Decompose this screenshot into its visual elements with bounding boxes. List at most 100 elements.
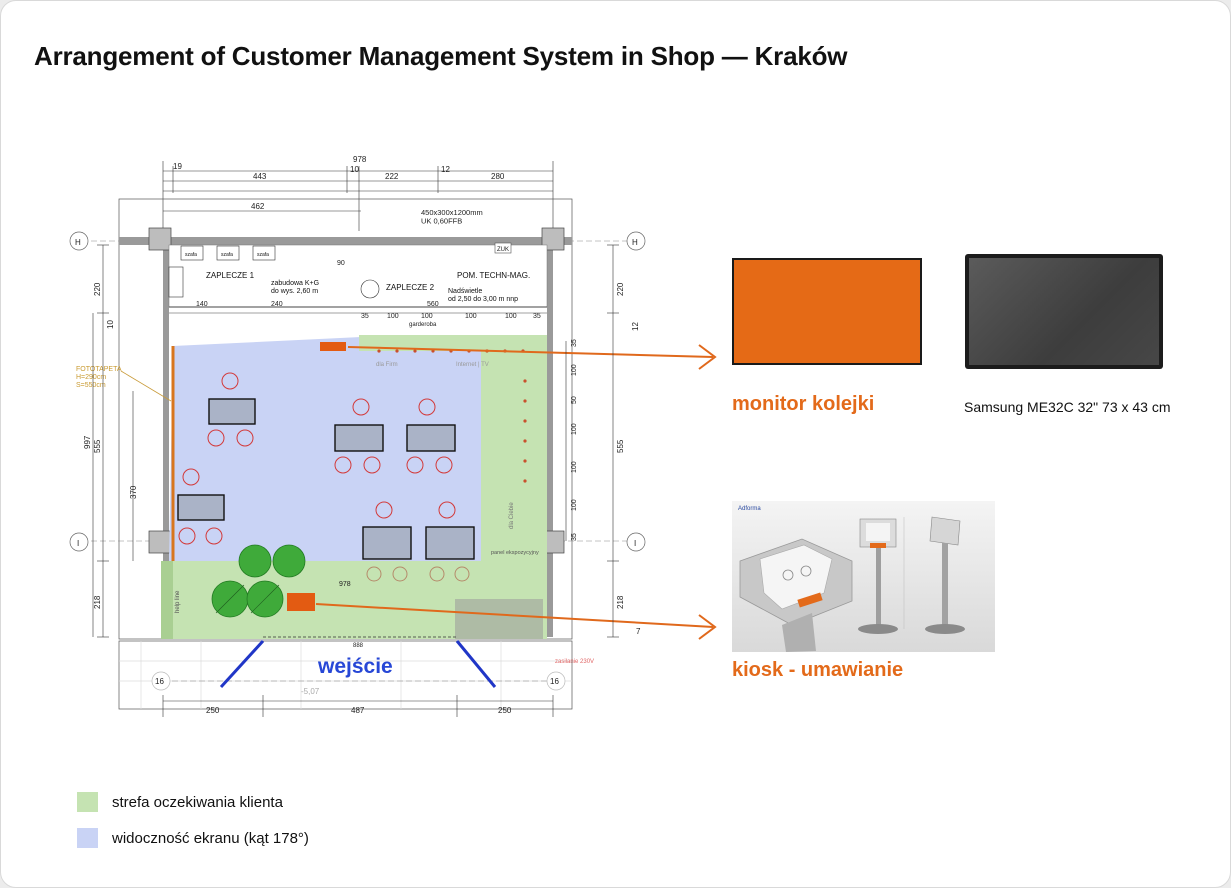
room-label-szafa-3: szafa xyxy=(257,252,269,258)
dim-bottom-1: 250 xyxy=(206,706,220,715)
photo-wall-leader xyxy=(120,370,172,402)
visibility-zone xyxy=(169,337,481,561)
dim-right-3: 555 xyxy=(616,439,625,453)
dim-top-1: 19 xyxy=(173,162,182,171)
dim-right-12: 35 xyxy=(571,533,578,541)
level-label: -5,07 xyxy=(301,687,320,696)
zone-help-line: help line xyxy=(175,590,181,613)
dim-right-5: 7 xyxy=(636,627,641,636)
kiosk-illustration: Adforma xyxy=(738,506,965,652)
entrance-lines xyxy=(219,639,497,689)
grid-label-h-right: H xyxy=(632,238,638,247)
top-dimension-lines xyxy=(162,161,554,231)
legend-swatch-waiting xyxy=(77,792,98,812)
dim-right-2: 12 xyxy=(631,322,640,331)
dim-right-8: 50 xyxy=(571,396,578,404)
room-label-szafa-1: szafa xyxy=(185,252,197,258)
room-label-zaplecze-1: ZAPLECZE 1 xyxy=(206,271,255,280)
tables xyxy=(177,398,475,560)
help-line-strip xyxy=(161,561,173,639)
chairs-green-zone xyxy=(366,566,470,582)
garderoba-label: garderoba xyxy=(409,322,437,328)
page-title: Arrangement of Customer Management Syste… xyxy=(34,41,848,71)
dim-right-10: 100 xyxy=(571,461,578,473)
dim-top-4: 10 xyxy=(350,165,359,174)
kiosk-brand: Adforma xyxy=(738,506,761,512)
dim-top-3: 443 xyxy=(253,172,267,181)
waiting-zone-right xyxy=(481,351,547,563)
left-dimension-lines xyxy=(92,244,134,638)
zuk-box xyxy=(494,242,512,254)
zasilanie-label: zasilanie 230V xyxy=(555,659,594,665)
zone-dla-ciebie: dla Ciebie xyxy=(509,502,515,529)
dim-right-6: 35 xyxy=(571,339,578,347)
panel-block xyxy=(455,599,543,639)
dim-inner-3: 560 xyxy=(427,301,439,308)
dim-top-6: 12 xyxy=(441,165,450,174)
right-dimension-lines xyxy=(565,244,619,638)
dim-bottom-2: 487 xyxy=(351,706,365,715)
legend-label-waiting: strefa oczekiwania klienta xyxy=(112,794,283,811)
back-rooms xyxy=(168,244,548,314)
legend-label-visibility: widoczność ekranu (kąt 178°) xyxy=(112,830,309,847)
dim-right-1: 220 xyxy=(616,282,625,296)
dim-right-11: 100 xyxy=(571,499,578,511)
dim-right-4: 218 xyxy=(616,595,625,609)
grid-markers xyxy=(69,231,646,691)
plant-marks xyxy=(215,584,280,614)
kiosk-image: Adforma xyxy=(732,501,995,652)
dim-left-1: 220 xyxy=(93,282,102,296)
dim-inner-8: 100 xyxy=(421,313,433,320)
monitor-label: monitor kolejki xyxy=(732,393,875,415)
dim-inner-7: 100 xyxy=(505,313,517,320)
dim-888: 888 xyxy=(353,643,364,649)
dim-inner-9: 35 xyxy=(533,313,541,320)
dim-left-3: 997 xyxy=(83,435,92,449)
kiosk-marker xyxy=(287,593,315,611)
dim-top-2: 978 xyxy=(353,155,367,164)
waiting-zone-top xyxy=(359,335,547,351)
dim-top-7: 280 xyxy=(491,172,505,181)
room-label-techn: POM. TECHN-MAG. xyxy=(457,271,530,280)
bottom-dimension-lines xyxy=(162,695,554,717)
zone-panel: panel ekspozycyjny xyxy=(491,550,539,556)
grid-label-h-left: H xyxy=(75,238,81,247)
dim-inner-5: 100 xyxy=(387,313,399,320)
samsung-tv-image xyxy=(965,254,1163,369)
dim-top-8: 462 xyxy=(251,202,265,211)
dim-top-5: 222 xyxy=(385,172,399,181)
dim-right-7: 100 xyxy=(571,364,578,376)
arrows xyxy=(315,344,717,640)
zone-internet-tv: Internet | TV xyxy=(456,362,489,368)
room-label-szafa-2: szafa xyxy=(221,252,233,258)
grid-label-i-right: I xyxy=(634,539,636,548)
queue-monitor-illustration xyxy=(732,258,922,365)
dim-left-2: 10 xyxy=(106,320,115,329)
dim-inner-6: 100 xyxy=(465,313,477,320)
chairs xyxy=(178,372,456,545)
zuk-label: ZUK xyxy=(497,247,509,253)
dim-left-4: 555 xyxy=(93,439,102,453)
room-label-zaplecze-2: ZAPLECZE 2 xyxy=(386,283,435,292)
dim-978-inner: 978 xyxy=(339,581,351,588)
grid-label-16-right: 16 xyxy=(550,677,559,686)
grid-label-16-left: 16 xyxy=(155,677,164,686)
dim-bottom-3: 250 xyxy=(498,706,512,715)
dim-inner-1: 140 xyxy=(196,301,208,308)
zone-dla-firm: dla Firm xyxy=(376,362,398,368)
dim-right-9: 100 xyxy=(571,423,578,435)
tv-screen xyxy=(969,258,1159,365)
monitor-caption: Samsung ME32C 32" 73 x 43 cm xyxy=(964,399,1171,415)
dim-left-5: 370 xyxy=(129,485,138,499)
dim-inner-2: 240 xyxy=(271,301,283,308)
kiosk-label: kiosk - umawianie xyxy=(732,659,904,681)
dim-90: 90 xyxy=(337,260,345,267)
dim-left-6: 218 xyxy=(93,595,102,609)
grid-label-i-left: I xyxy=(77,539,79,548)
round-table-icon xyxy=(360,279,380,299)
